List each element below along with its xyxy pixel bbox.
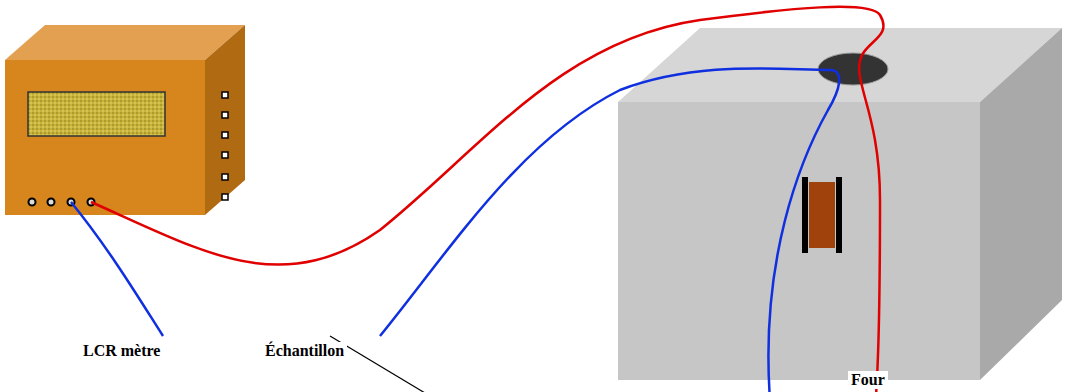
sample <box>802 177 842 253</box>
sample-callout: Échantillon <box>262 342 347 360</box>
wires <box>71 7 884 392</box>
lcr-meter <box>5 25 245 215</box>
leader-line <box>330 336 805 392</box>
furnace-label: Four <box>848 371 888 389</box>
label-text: Four <box>848 371 888 389</box>
label-text: LCR mètre <box>80 342 163 360</box>
meter-label: LCR mètre <box>80 342 163 360</box>
